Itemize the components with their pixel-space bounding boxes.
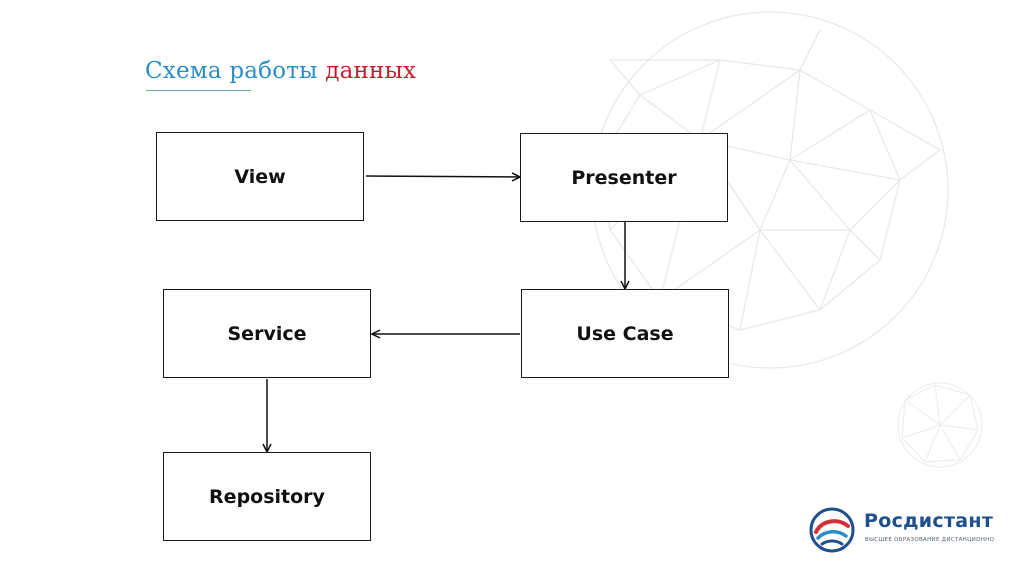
node-service-label: Service (227, 322, 307, 345)
slide-title: Схема работы данных (145, 58, 416, 84)
node-view: View (156, 132, 364, 221)
logo-tagline: ВЫСШЕЕ ОБРАЗОВАНИЕ ДИСТАНЦИОННО (865, 537, 995, 543)
node-presenter: Presenter (520, 133, 728, 222)
node-repository-label: Repository (209, 485, 325, 508)
arrow-view-to-presenter (365, 176, 519, 177)
node-service: Service (163, 289, 371, 378)
node-use-case-label: Use Case (576, 322, 674, 345)
logo-name: Росдистант (864, 510, 994, 532)
title-word-2: работы (229, 58, 318, 84)
rosdistant-logo: Росдистант ВЫСШЕЕ ОБРАЗОВАНИЕ ДИСТАНЦИОН… (808, 506, 1008, 556)
logo-swirl-icon (809, 507, 855, 553)
title-underline (146, 90, 251, 91)
node-presenter-label: Presenter (571, 166, 677, 189)
title-word-1: Схема (145, 58, 222, 84)
title-word-3: данных (325, 58, 417, 84)
node-use-case: Use Case (521, 289, 729, 378)
node-view-label: View (234, 165, 286, 188)
node-repository: Repository (163, 452, 371, 541)
